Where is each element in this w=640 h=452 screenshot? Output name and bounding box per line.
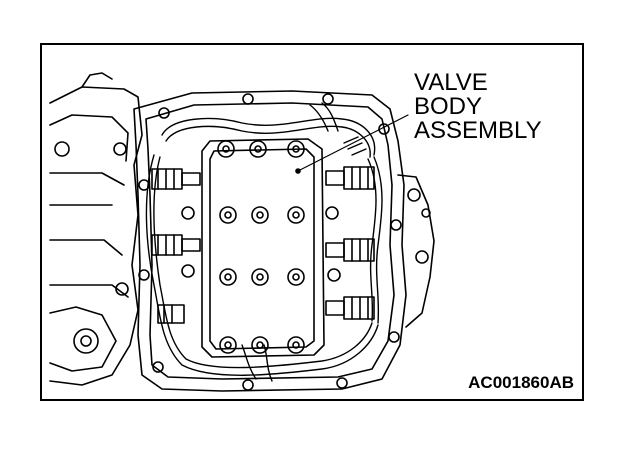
callout-line-2: BODY [414, 93, 483, 120]
right-bracket [397, 174, 435, 328]
right-solenoids [325, 166, 375, 320]
transmission-line-drawing [49, 72, 435, 392]
figure-id-label: AC001860AB [468, 373, 574, 392]
wiring-harness [145, 102, 383, 382]
illustration-frame: VALVE BODY ASSEMBLY AC001860AB [40, 43, 584, 401]
housing-flange [133, 90, 407, 392]
valve-body-assembly-callout: VALVE BODY ASSEMBLY [414, 71, 542, 143]
valve-body-plate [201, 138, 325, 358]
callout-line-3: ASSEMBLY [414, 117, 542, 144]
left-solenoids [151, 168, 201, 324]
callout-leader-dot [295, 168, 301, 174]
valve-body-bolts [181, 140, 341, 354]
callout-leader-line [297, 114, 409, 172]
transmission-case [49, 72, 143, 386]
callout-line-1: VALVE [414, 69, 488, 96]
